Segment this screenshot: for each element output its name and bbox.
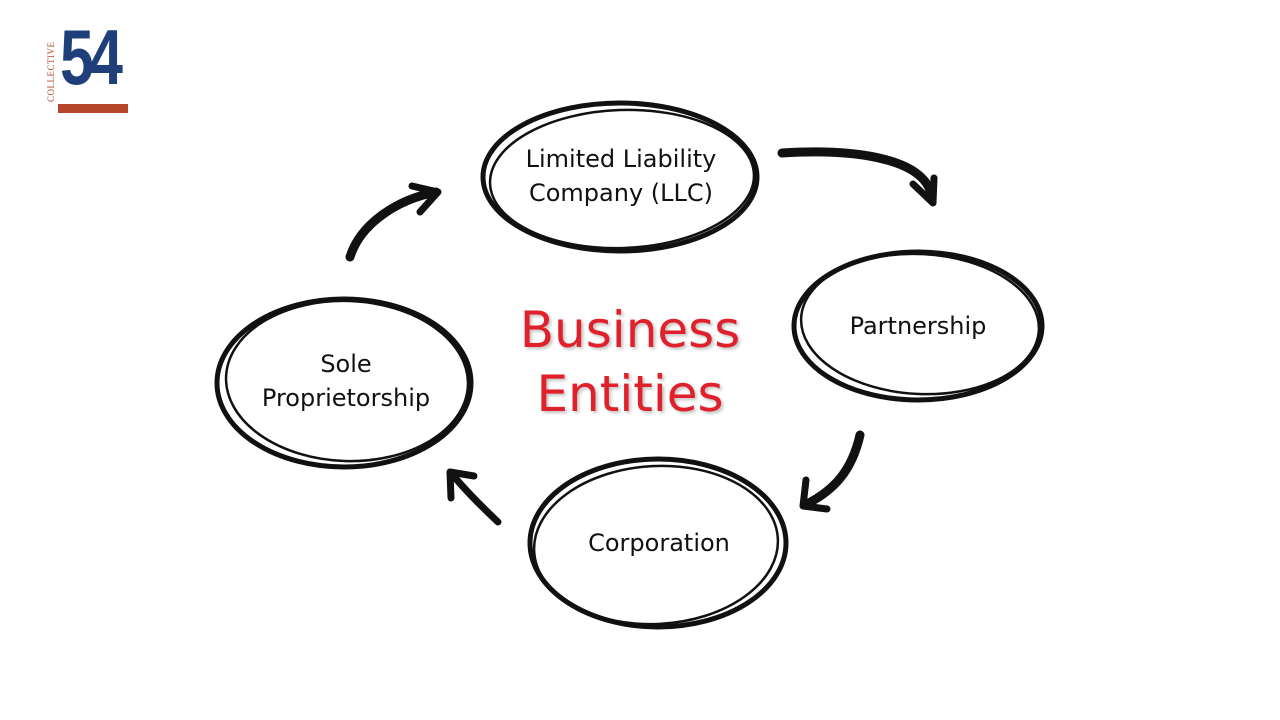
logo-number: 54 [60,13,123,101]
arrow-corporation-to-sole [446,468,502,526]
node-partnership-label: Partnership [849,312,987,340]
arrow-partnership-to-corporation [799,430,865,513]
node-sole-line2: Proprietorship [261,384,431,412]
node-corporation: Corporation [588,526,730,560]
node-corporation-label: Corporation [588,529,730,557]
node-sole-line1: Sole [320,350,372,378]
node-sole-proprietorship: Sole Proprietorship [262,347,430,415]
partnership-ellipse [791,249,1045,403]
arrow-llc-to-partnership [777,147,938,207]
node-partnership: Partnership [850,309,987,343]
arrow-sole-to-llc [345,182,442,262]
llc-ellipse [480,100,760,254]
node-llc-line2: Company (LLC) [528,179,714,207]
center-title: Business Entities [520,298,740,426]
node-llc-line1: Limited Liability [525,145,717,173]
corporation-ellipse [527,456,789,630]
sole-proprietorship-ellipse [214,296,474,470]
node-llc: Limited Liability Company (LLC) [526,142,717,210]
center-title-line2: Entities [536,365,724,423]
logo-underline-bar [58,104,128,113]
center-title-line1: Business [519,301,741,359]
